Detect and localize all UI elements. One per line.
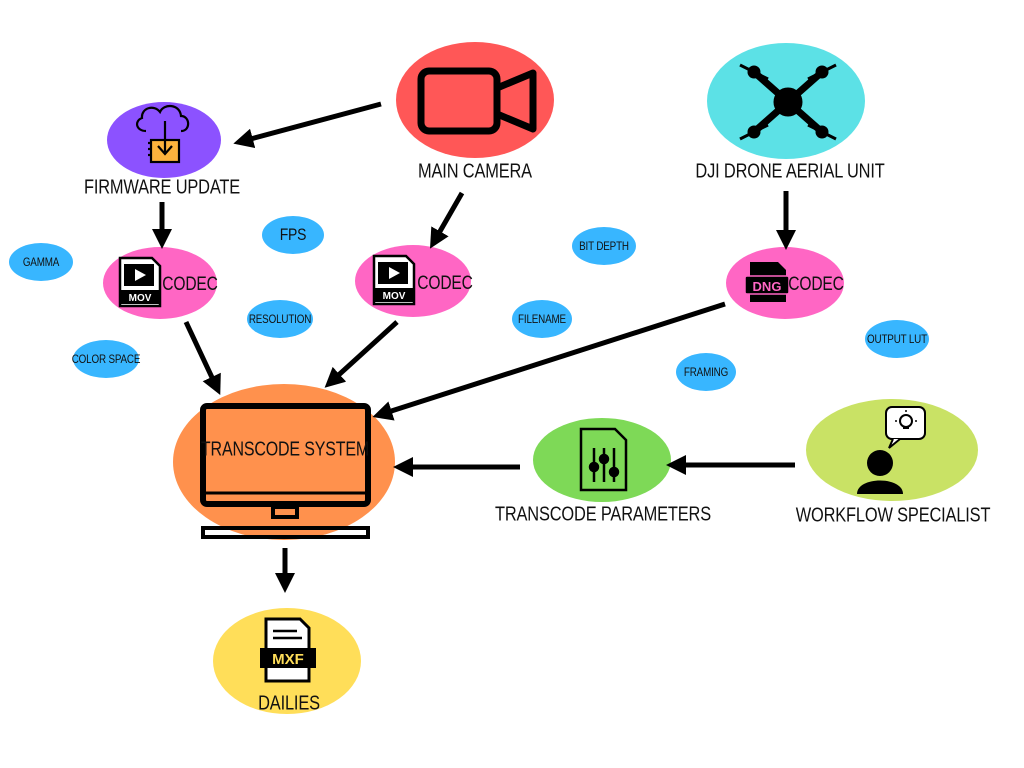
fps-label: FPS — [279, 225, 307, 244]
svg-text:MOV: MOV — [129, 293, 152, 304]
resolution-label: RESOLUTION — [248, 312, 312, 326]
codec-2-label: CODEC — [417, 273, 473, 294]
arrow-codec-2-to-transcode — [324, 320, 399, 388]
mov-file-icon: MOV — [118, 256, 162, 308]
color-space-label: COLOR SPACE — [71, 352, 141, 366]
resolution-bubble — [247, 300, 313, 338]
color-space-bubble — [73, 340, 139, 378]
arrow-camera-to-codec-2 — [430, 191, 465, 249]
framing-label: FRAMING — [683, 365, 729, 379]
settings-file-icon — [579, 427, 628, 492]
svg-text:MOV: MOV — [383, 291, 406, 302]
video-camera-icon — [417, 67, 537, 135]
bit-depth-bubble — [572, 227, 636, 265]
fps-bubble — [262, 216, 324, 254]
workflow-specialist-label: WORKFLOW SPECIALIST — [795, 504, 991, 527]
transcode-system-label: TRANSCODE SYSTEM — [200, 438, 370, 461]
codec-1-label: CODEC — [162, 274, 218, 295]
gamma-label: GAMMA — [22, 255, 60, 269]
bit-depth-label: BIT DEPTH — [579, 239, 629, 253]
filename-label: FILENAME — [518, 312, 566, 326]
arrow-camera-to-firmware — [233, 101, 382, 149]
cloud-download-icon — [136, 105, 190, 164]
filename-bubble — [512, 300, 572, 338]
gamma-bubble — [9, 243, 73, 281]
arrow-codec-3-to-transcode — [372, 301, 726, 421]
monitor-icon — [200, 403, 371, 539]
output-lut-bubble — [865, 320, 929, 358]
mxf-file-icon: MXF — [260, 617, 316, 683]
drone-icon — [739, 63, 837, 141]
person-idea-icon — [857, 406, 926, 494]
workflow-specialist-node — [806, 399, 978, 501]
main-camera-label: MAIN CAMERA — [418, 160, 532, 183]
codec-3-label: CODEC — [788, 274, 844, 295]
svg-text:MXF: MXF — [272, 651, 304, 668]
output-lut-label: OUTPUT LUT — [867, 332, 927, 346]
arrow-codec-1-to-transcode — [183, 320, 221, 396]
dailies-label: DAILIES — [258, 692, 320, 715]
svg-text:DNG: DNG — [753, 279, 782, 294]
dji-drone-label: DJI DRONE AERIAL UNIT — [695, 160, 885, 183]
dng-file-icon: DNG — [744, 262, 790, 302]
firmware-update-label: FIRMWARE UPDATE — [83, 176, 241, 199]
mov-file-icon: MOV — [372, 254, 416, 306]
framing-bubble — [676, 353, 736, 391]
transcode-parameters-label: TRANSCODE PARAMETERS — [494, 503, 712, 526]
